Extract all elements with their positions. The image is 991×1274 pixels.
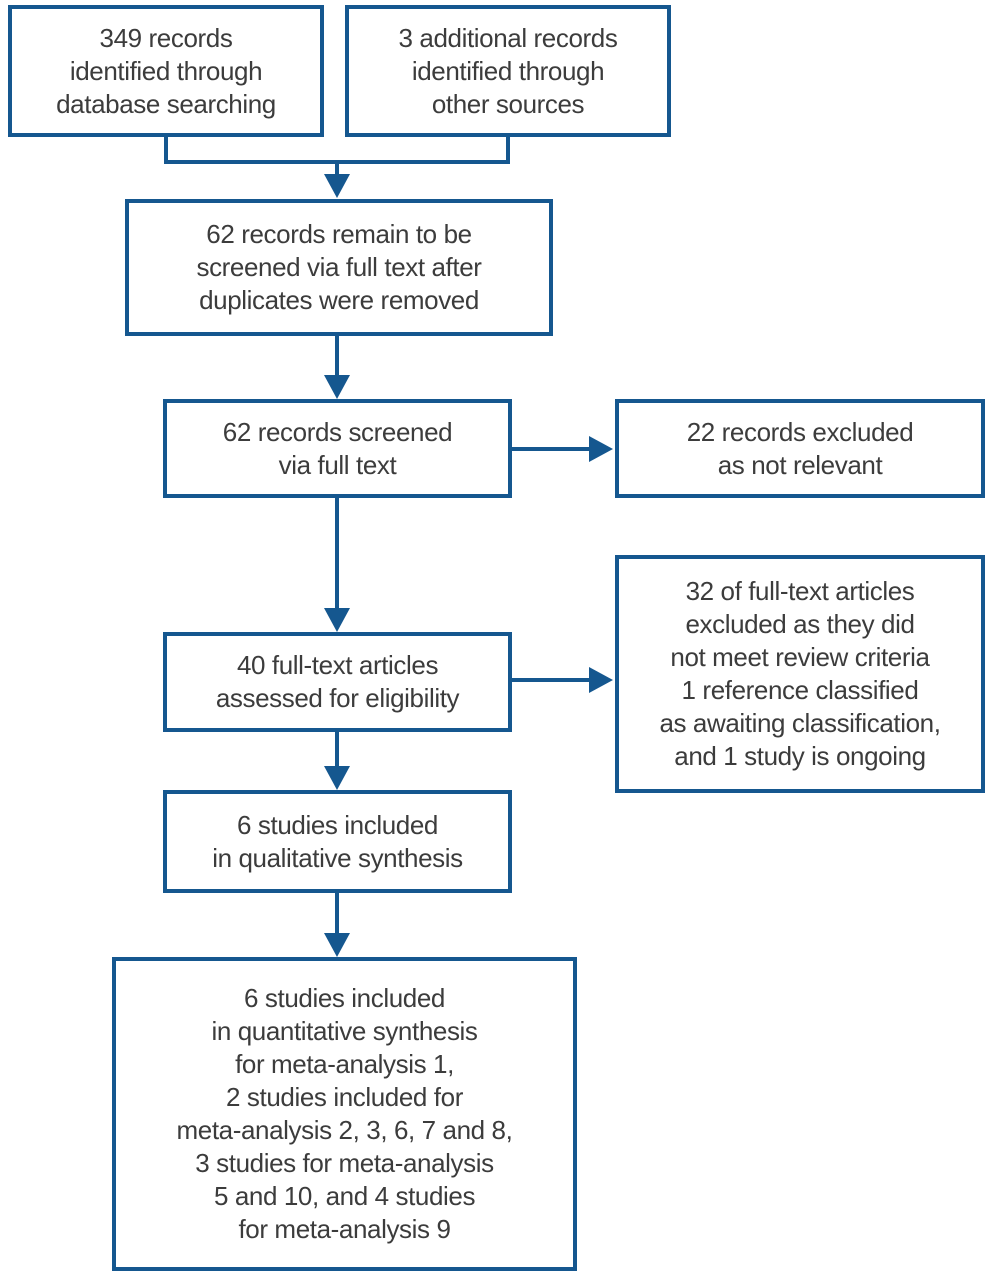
text-line: 62 records screened [222,416,453,447]
flow-box-records-identified-database: 349 records identified through database … [8,5,324,137]
merge-arrow-stem [335,160,339,175]
text-line: 40 full-text articles [236,650,439,680]
text-line: other sources [431,88,585,119]
text-line: 6 studies included [237,809,438,840]
text-line: in qualitative synthesis [212,842,463,873]
merge-connector-left-stub [164,137,168,164]
text-line: 3 additional records [398,22,618,53]
text-line: 3 studies for meta-analysis [195,1148,494,1178]
text-line: and 1 study is ongoing [674,741,926,771]
arrow-stem-quantitative [335,893,339,934]
flow-box-records-screened-full-text: 62 records screened via full text [163,399,512,498]
text-line: 1 reference classified [681,675,919,705]
text-line: screened via full text after [196,252,482,282]
arrow-stem-full-text-excluded [512,678,590,682]
arrowhead-down-quantitative-icon [324,933,350,957]
flow-box-records-excluded-not-relevant: 22 records excluded as not relevant [615,399,985,498]
arrow-stem-eligibility [335,498,339,609]
text-line: for meta-analysis 1, [235,1049,454,1079]
text-line: 2 studies included for [226,1082,463,1112]
text-line: 349 records [99,22,233,53]
text-line: assessed for eligibility [215,683,460,713]
arrow-stem-screening [335,336,339,376]
text-line: duplicates were removed [199,285,479,315]
text-line: identified through [69,55,263,86]
arrow-stem-qualitative [335,732,339,767]
arrowhead-right-full-text-excluded-icon [589,667,613,693]
flow-box-studies-quantitative-synthesis: 6 studies included in quantitative synth… [112,957,577,1271]
arrowhead-down-qualitative-icon [324,766,350,790]
arrowhead-right-records-excluded-icon [589,436,613,462]
flow-box-full-text-assessed-eligibility: 40 full-text articles assessed for eligi… [163,632,512,732]
arrow-stem-records-excluded [512,447,590,451]
merge-connector-right-stub [506,137,510,164]
text-line: as not relevant [717,449,883,480]
flow-box-full-text-excluded-reasons: 32 of full-text articles excluded as the… [615,555,985,793]
text-line: 32 of full-text articles [685,576,915,606]
merge-arrowhead-down-icon [324,174,350,198]
text-line: 5 and 10, and 4 studies [213,1181,476,1211]
text-line: for meta-analysis 9 [238,1214,451,1244]
text-line: 6 studies included [244,983,445,1013]
text-line: 62 records remain to be [206,219,472,249]
flow-box-records-after-duplicates-removed: 62 records remain to be screened via ful… [125,199,553,336]
arrowhead-down-eligibility-icon [324,608,350,632]
text-line: in quantitative synthesis [211,1016,478,1046]
text-line: database searching [56,88,276,119]
text-line: 22 records excluded [686,416,914,447]
arrowhead-down-screening-icon [324,375,350,399]
text-line: as awaiting classification, [659,708,941,738]
text-line: excluded as they did [685,609,915,639]
flow-box-studies-qualitative-synthesis: 6 studies included in qualitative synthe… [163,790,512,893]
text-line: not meet review criteria [670,642,930,672]
text-line: meta-analysis 2, 3, 6, 7 and 8, [176,1115,513,1145]
text-line: via full text [278,449,397,480]
text-line: identified through [411,55,605,86]
flow-box-records-identified-other-sources: 3 additional records identified through … [345,5,671,137]
